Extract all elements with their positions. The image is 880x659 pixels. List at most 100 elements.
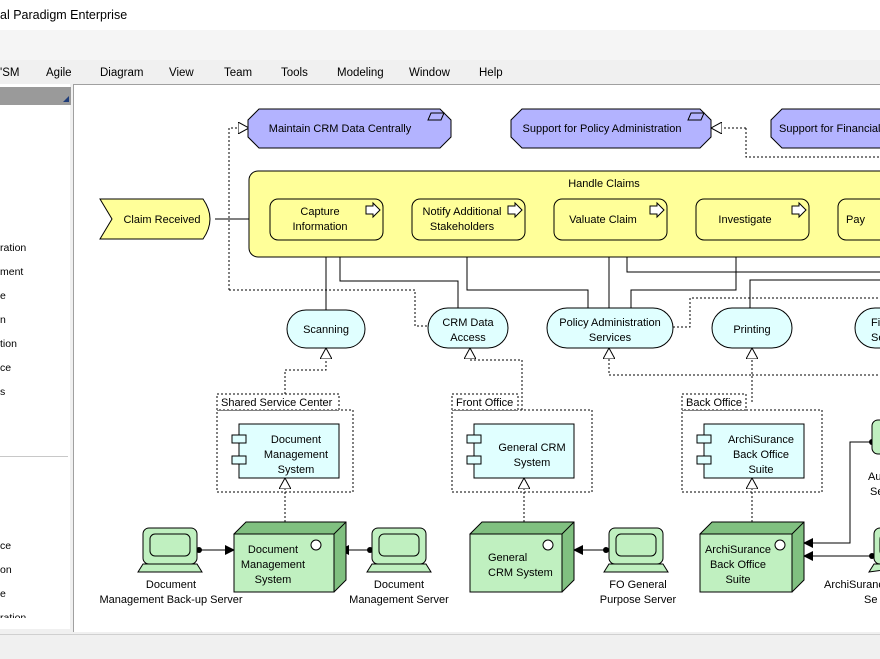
component-label: ArchiSurance xyxy=(728,434,794,446)
component-general-crm[interactable]: General CRM System xyxy=(466,423,575,479)
device-archisurance-server[interactable]: ArchiSurance Se xyxy=(824,527,880,606)
menu-view[interactable]: View xyxy=(169,67,194,79)
goal-label: Support for Policy Administration xyxy=(523,123,682,135)
node-label: Suite xyxy=(725,574,750,586)
node-label: Management xyxy=(241,559,305,571)
node-archisurance-back-office[interactable]: ArchiSurance Back Office Suite xyxy=(699,521,805,593)
component-archisurance-back-office[interactable]: ArchiSurance Back Office Suite xyxy=(696,423,805,479)
sidebar-item[interactable]: ce xyxy=(0,540,12,552)
process-label: Information xyxy=(292,221,347,233)
connector xyxy=(803,439,875,548)
node-document-management-system[interactable]: Document Management System xyxy=(233,521,347,593)
service-label: Policy Administration xyxy=(559,317,661,329)
sidebar-divider xyxy=(0,456,68,457)
device-document-management-server[interactable]: Document Management Server xyxy=(349,527,449,606)
process-pay[interactable]: Pay xyxy=(837,198,880,241)
node-label: Back Office xyxy=(710,559,766,571)
sidebar-item[interactable]: ration xyxy=(0,242,27,254)
sidebar-item[interactable]: e xyxy=(0,290,6,302)
goal-maintain-crm[interactable]: Maintain CRM Data Centrally xyxy=(247,108,452,149)
component-partial-right[interactable]: A Au xyxy=(868,419,880,483)
device-label: Se xyxy=(870,486,880,498)
process-notify-stakeholders[interactable]: Notify Additional Stakeholders xyxy=(411,198,526,241)
process-label: Notify Additional xyxy=(423,206,502,218)
title-bar: al Paradigm Enterprise xyxy=(0,0,880,30)
menu-item[interactable]: 'SM xyxy=(0,67,20,79)
menu-window[interactable]: Window xyxy=(409,67,450,79)
node-system-icon xyxy=(310,539,322,551)
service-scanning[interactable]: Scanning xyxy=(286,309,366,349)
device-label: Se xyxy=(864,594,877,606)
sidebar-item[interactable]: e xyxy=(0,588,6,600)
process-capture-information[interactable]: Capture Information xyxy=(269,198,384,241)
node-system-icon xyxy=(774,539,786,551)
menu-diagram[interactable]: Diagram xyxy=(100,67,144,79)
menu-team[interactable]: Team xyxy=(224,67,253,79)
device-label: Management Back-up Server xyxy=(99,594,242,606)
status-bar xyxy=(0,634,880,659)
component-icon xyxy=(231,455,247,465)
connector xyxy=(630,239,741,308)
menu-help[interactable]: Help xyxy=(479,67,503,79)
process-valuate-claim[interactable]: Valuate Claim xyxy=(553,198,668,241)
component-label: Back Office xyxy=(733,449,789,461)
device-label: ArchiSurance xyxy=(824,579,880,591)
service-label: Fi xyxy=(871,317,880,329)
component-label: System xyxy=(278,464,315,476)
connector xyxy=(745,128,880,158)
process-investigate[interactable]: Investigate xyxy=(695,198,810,241)
service-financial[interactable]: Fi Se xyxy=(854,307,880,349)
node-general-crm-system[interactable]: General CRM System xyxy=(469,521,575,593)
goal-support-policy[interactable]: Support for Policy Administration xyxy=(510,108,712,149)
service-label: Scanning xyxy=(303,324,349,336)
process-arrow-icon xyxy=(365,201,381,219)
connector xyxy=(335,239,459,308)
goal-support-financial[interactable]: Support for Financial xyxy=(770,108,880,149)
device-label: Purpose Server xyxy=(600,594,677,606)
device-icon xyxy=(366,563,432,573)
collapse-arrow-icon[interactable] xyxy=(63,96,69,102)
event-claim-received[interactable]: Claim Received xyxy=(99,198,211,240)
location-back-office[interactable]: Back Office xyxy=(681,393,823,493)
device-fo-general-purpose-server[interactable]: FO General Purpose Server xyxy=(600,527,677,606)
service-label: Printing xyxy=(733,324,770,336)
component-label: Management xyxy=(264,449,328,461)
process-label: Pay xyxy=(846,214,865,226)
node-label: System xyxy=(255,574,292,586)
connector xyxy=(284,348,326,402)
device-partial-right[interactable]: Se xyxy=(870,486,880,498)
service-label: Access xyxy=(450,332,486,344)
sidebar-header[interactable] xyxy=(0,87,71,105)
location-shared-service-center[interactable]: Shared Service Center xyxy=(216,393,354,493)
menu-modeling[interactable]: Modeling xyxy=(337,67,384,79)
service-label: CRM Data xyxy=(442,317,494,329)
device-icon xyxy=(603,563,669,573)
device-icon xyxy=(868,563,880,573)
service-label: Se xyxy=(871,332,880,344)
component-label: Suite xyxy=(748,464,773,476)
component-icon xyxy=(466,455,482,465)
menu-agile[interactable]: Agile xyxy=(46,67,72,79)
component-icon xyxy=(231,434,247,444)
process-arrow-icon xyxy=(507,201,523,219)
sidebar-item[interactable]: tion xyxy=(0,338,17,350)
sidebar-item[interactable]: s xyxy=(0,386,6,398)
service-policy-administration[interactable]: Policy Administration Services xyxy=(546,307,674,349)
service-printing[interactable]: Printing xyxy=(711,307,793,349)
service-crm-data-access[interactable]: CRM Data Access xyxy=(427,307,509,349)
sidebar-item[interactable]: ration xyxy=(0,612,27,618)
goal-icon xyxy=(427,112,445,121)
menu-bar: 'SM Agile Diagram View Team Tools Modeli… xyxy=(0,30,880,79)
sidebar-item[interactable]: on xyxy=(0,564,12,576)
location-label: Back Office xyxy=(686,397,742,409)
component-document-management[interactable]: Document Management System xyxy=(231,423,340,479)
sidebar-item[interactable]: n xyxy=(0,314,6,326)
sidebar-item[interactable]: ment xyxy=(0,266,24,278)
location-label: Shared Service Center xyxy=(221,397,333,409)
sidebar-item[interactable]: ce xyxy=(0,362,12,374)
device-backup-server[interactable]: Document Management Back-up Server xyxy=(99,527,243,606)
menu-tools[interactable]: Tools xyxy=(281,67,308,79)
component-label: System xyxy=(514,457,551,469)
location-front-office[interactable]: Front Office xyxy=(451,393,593,493)
